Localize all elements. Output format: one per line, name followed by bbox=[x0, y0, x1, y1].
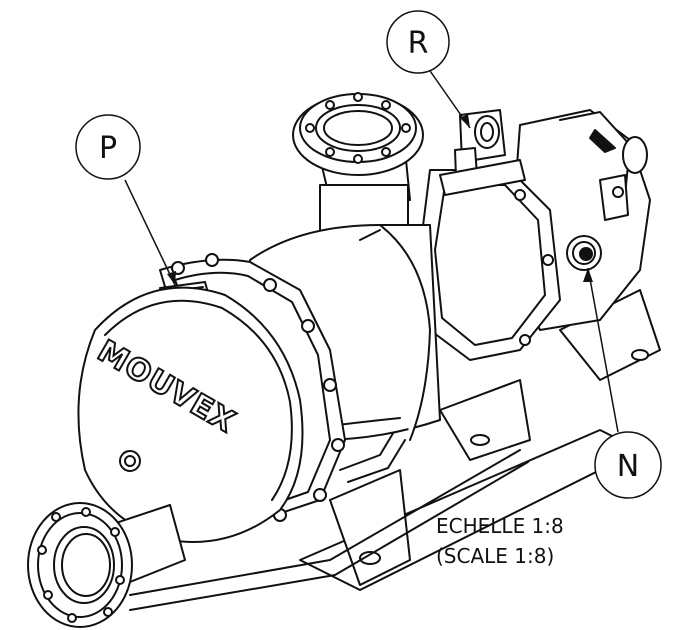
base-skid bbox=[299, 289, 661, 591]
callout-label-p: P bbox=[99, 131, 117, 166]
callout-leader-n bbox=[587, 267, 619, 433]
callout-label-n: N bbox=[617, 449, 639, 484]
callout-leader-p bbox=[124, 179, 176, 286]
drain-plug-n bbox=[566, 235, 602, 271]
callout-arrow-r bbox=[460, 114, 470, 128]
lifting-eye-r bbox=[439, 109, 526, 196]
callout-circle-r bbox=[386, 10, 450, 74]
callout-arrow-n bbox=[583, 268, 593, 282]
top-flange bbox=[292, 92, 424, 251]
scale-label-english: (SCALE 1:8) bbox=[436, 544, 555, 568]
rear-flange bbox=[419, 169, 561, 361]
scale-label: ECHELLE 1:8 bbox=[436, 514, 564, 538]
callout-arrow-p bbox=[167, 271, 176, 285]
suction-flange bbox=[27, 502, 186, 628]
callout-circle-n bbox=[594, 431, 662, 499]
callout-circle-p bbox=[75, 114, 141, 180]
front-cover bbox=[77, 286, 304, 543]
bypass-piping bbox=[129, 429, 529, 611]
callout-label-r: R bbox=[408, 26, 429, 61]
